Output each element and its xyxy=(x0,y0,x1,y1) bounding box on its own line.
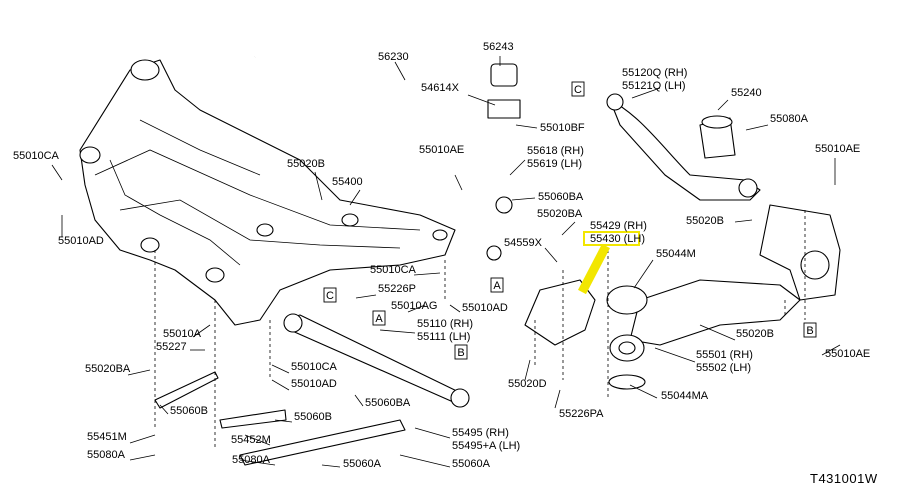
part-label-55020b-top: 55020B xyxy=(287,158,325,170)
part-label-55010ca-center: 55010CA xyxy=(370,264,417,276)
part-label-55010ae-center: 55010AE xyxy=(419,144,464,156)
lateral-links-drawing xyxy=(154,313,470,466)
dashed-assembly-lines xyxy=(154,210,806,450)
part-label-55495a-lh: 55495+A (LH) xyxy=(452,440,520,452)
part-label-55121q-lh: 55121Q (LH) xyxy=(622,80,686,92)
part-label-54559x: 54559X xyxy=(504,237,543,249)
part-label-55010ca-lower: 55010CA xyxy=(291,361,338,373)
part-label-55502-lh: 55502 (LH) xyxy=(696,362,751,374)
part-label-55010ag: 55010AG xyxy=(391,300,437,312)
part-label-55120q-rh: 55120Q (RH) xyxy=(622,67,687,79)
part-label-55060b-center: 55060B xyxy=(294,411,332,423)
part-label-55010ae-right: 55010AE xyxy=(815,143,860,155)
part-label-55080a-lower-left: 55080A xyxy=(87,449,126,461)
part-label-56243: 56243 xyxy=(483,41,514,53)
part-label-55020b-right: 55020B xyxy=(686,215,724,227)
ref-c-center-frame xyxy=(323,287,337,303)
leader-lines xyxy=(51,56,841,468)
ref-b-right-frame xyxy=(803,322,817,338)
drawing-number: T431001W xyxy=(810,471,878,486)
upper-link-drawing xyxy=(606,93,761,201)
part-label-55226p: 55226P xyxy=(378,283,416,295)
ref-c-top: C xyxy=(571,81,585,97)
ref-b-right-letter: B xyxy=(806,325,813,337)
part-label-55227: 55227 xyxy=(156,341,187,353)
ref-a-center-frame xyxy=(372,310,386,326)
part-label-55010bf: 55010BF xyxy=(540,122,585,134)
part-label-55430-lh: 55430 (LH) xyxy=(590,233,645,245)
part-label-55020b-lower: 55020B xyxy=(736,328,774,340)
part-label-55020ba-lower: 55020BA xyxy=(85,363,131,375)
part-label-55010ca-left: 55010CA xyxy=(13,150,60,162)
part-label-55060ba-lower: 55060BA xyxy=(365,397,411,409)
part-label-55060a-center: 55060A xyxy=(343,458,382,470)
part-label-55010ad-left: 55010AD xyxy=(58,235,104,247)
ref-b-right: B xyxy=(803,322,817,338)
ref-a-top: A xyxy=(490,277,504,293)
part-label-56230: 56230 xyxy=(378,51,409,63)
part-label-55080a-top: 55080A xyxy=(770,113,809,125)
ref-b-center-frame xyxy=(454,344,468,360)
part-label-55495-rh: 55495 (RH) xyxy=(452,427,509,439)
ref-c-top-frame xyxy=(571,81,585,97)
part-label-55429-rh: 55429 (RH) xyxy=(590,220,647,232)
part-label-55451m: 55451M xyxy=(87,431,127,443)
ref-a-top-letter: A xyxy=(493,280,501,292)
ref-c-top-letter: C xyxy=(574,84,582,96)
ref-a-center-letter: A xyxy=(375,313,383,325)
part-label-55060a-right: 55060A xyxy=(452,458,491,470)
part-label-55080a-lower-center: 55080A xyxy=(232,454,271,466)
part-number-labels: 56230 56243 54614X 55010BF 55120Q (RH)55121Q… xyxy=(13,41,870,470)
ref-b-center-letter: B xyxy=(457,347,464,359)
part-label-55060b-left: 55060B xyxy=(170,405,208,417)
highlight-marker xyxy=(578,231,640,295)
part-label-55044m: 55044M xyxy=(656,248,696,260)
part-label-55020d: 55020D xyxy=(508,378,547,390)
reference-boxes: C A C A B B xyxy=(323,81,817,360)
part-label-55020ba-top: 55020BA xyxy=(537,208,583,220)
part-label-55618-rh: 55618 (RH) xyxy=(527,145,584,157)
part-label-55240: 55240 xyxy=(731,87,762,99)
part-label-54614x: 54614X xyxy=(421,82,460,94)
ref-c-center: C xyxy=(323,287,337,303)
ref-a-top-frame xyxy=(490,277,504,293)
part-label-55111-lh: 55111 (LH) xyxy=(417,331,470,343)
part-label-55619-lh: 55619 (LH) xyxy=(527,158,582,170)
part-label-55226pa: 55226PA xyxy=(559,408,604,420)
part-label-55400: 55400 xyxy=(332,176,363,188)
part-label-55044ma: 55044MA xyxy=(661,390,709,402)
part-label-55010a: 55010A xyxy=(163,328,202,340)
part-label-55010ad-center: 55010AD xyxy=(462,302,508,314)
part-label-55501-rh: 55501 (RH) xyxy=(696,349,753,361)
part-label-55452m: 55452M xyxy=(231,434,271,446)
part-label-55110-rh: 55110 (RH) xyxy=(417,318,473,330)
stabilizer-bar-drawing xyxy=(254,47,521,261)
ref-b-center: B xyxy=(454,344,468,360)
part-label-55060ba-top: 55060BA xyxy=(538,191,584,203)
knuckle-lower-link-drawing xyxy=(524,204,841,390)
part-label-55010ae-lower: 55010AE xyxy=(825,348,870,360)
ref-a-center: A xyxy=(372,310,386,326)
ref-c-center-letter: C xyxy=(326,290,334,302)
subframe-drawing xyxy=(79,59,456,326)
part-label-55010ad-lower: 55010AD xyxy=(291,378,337,390)
